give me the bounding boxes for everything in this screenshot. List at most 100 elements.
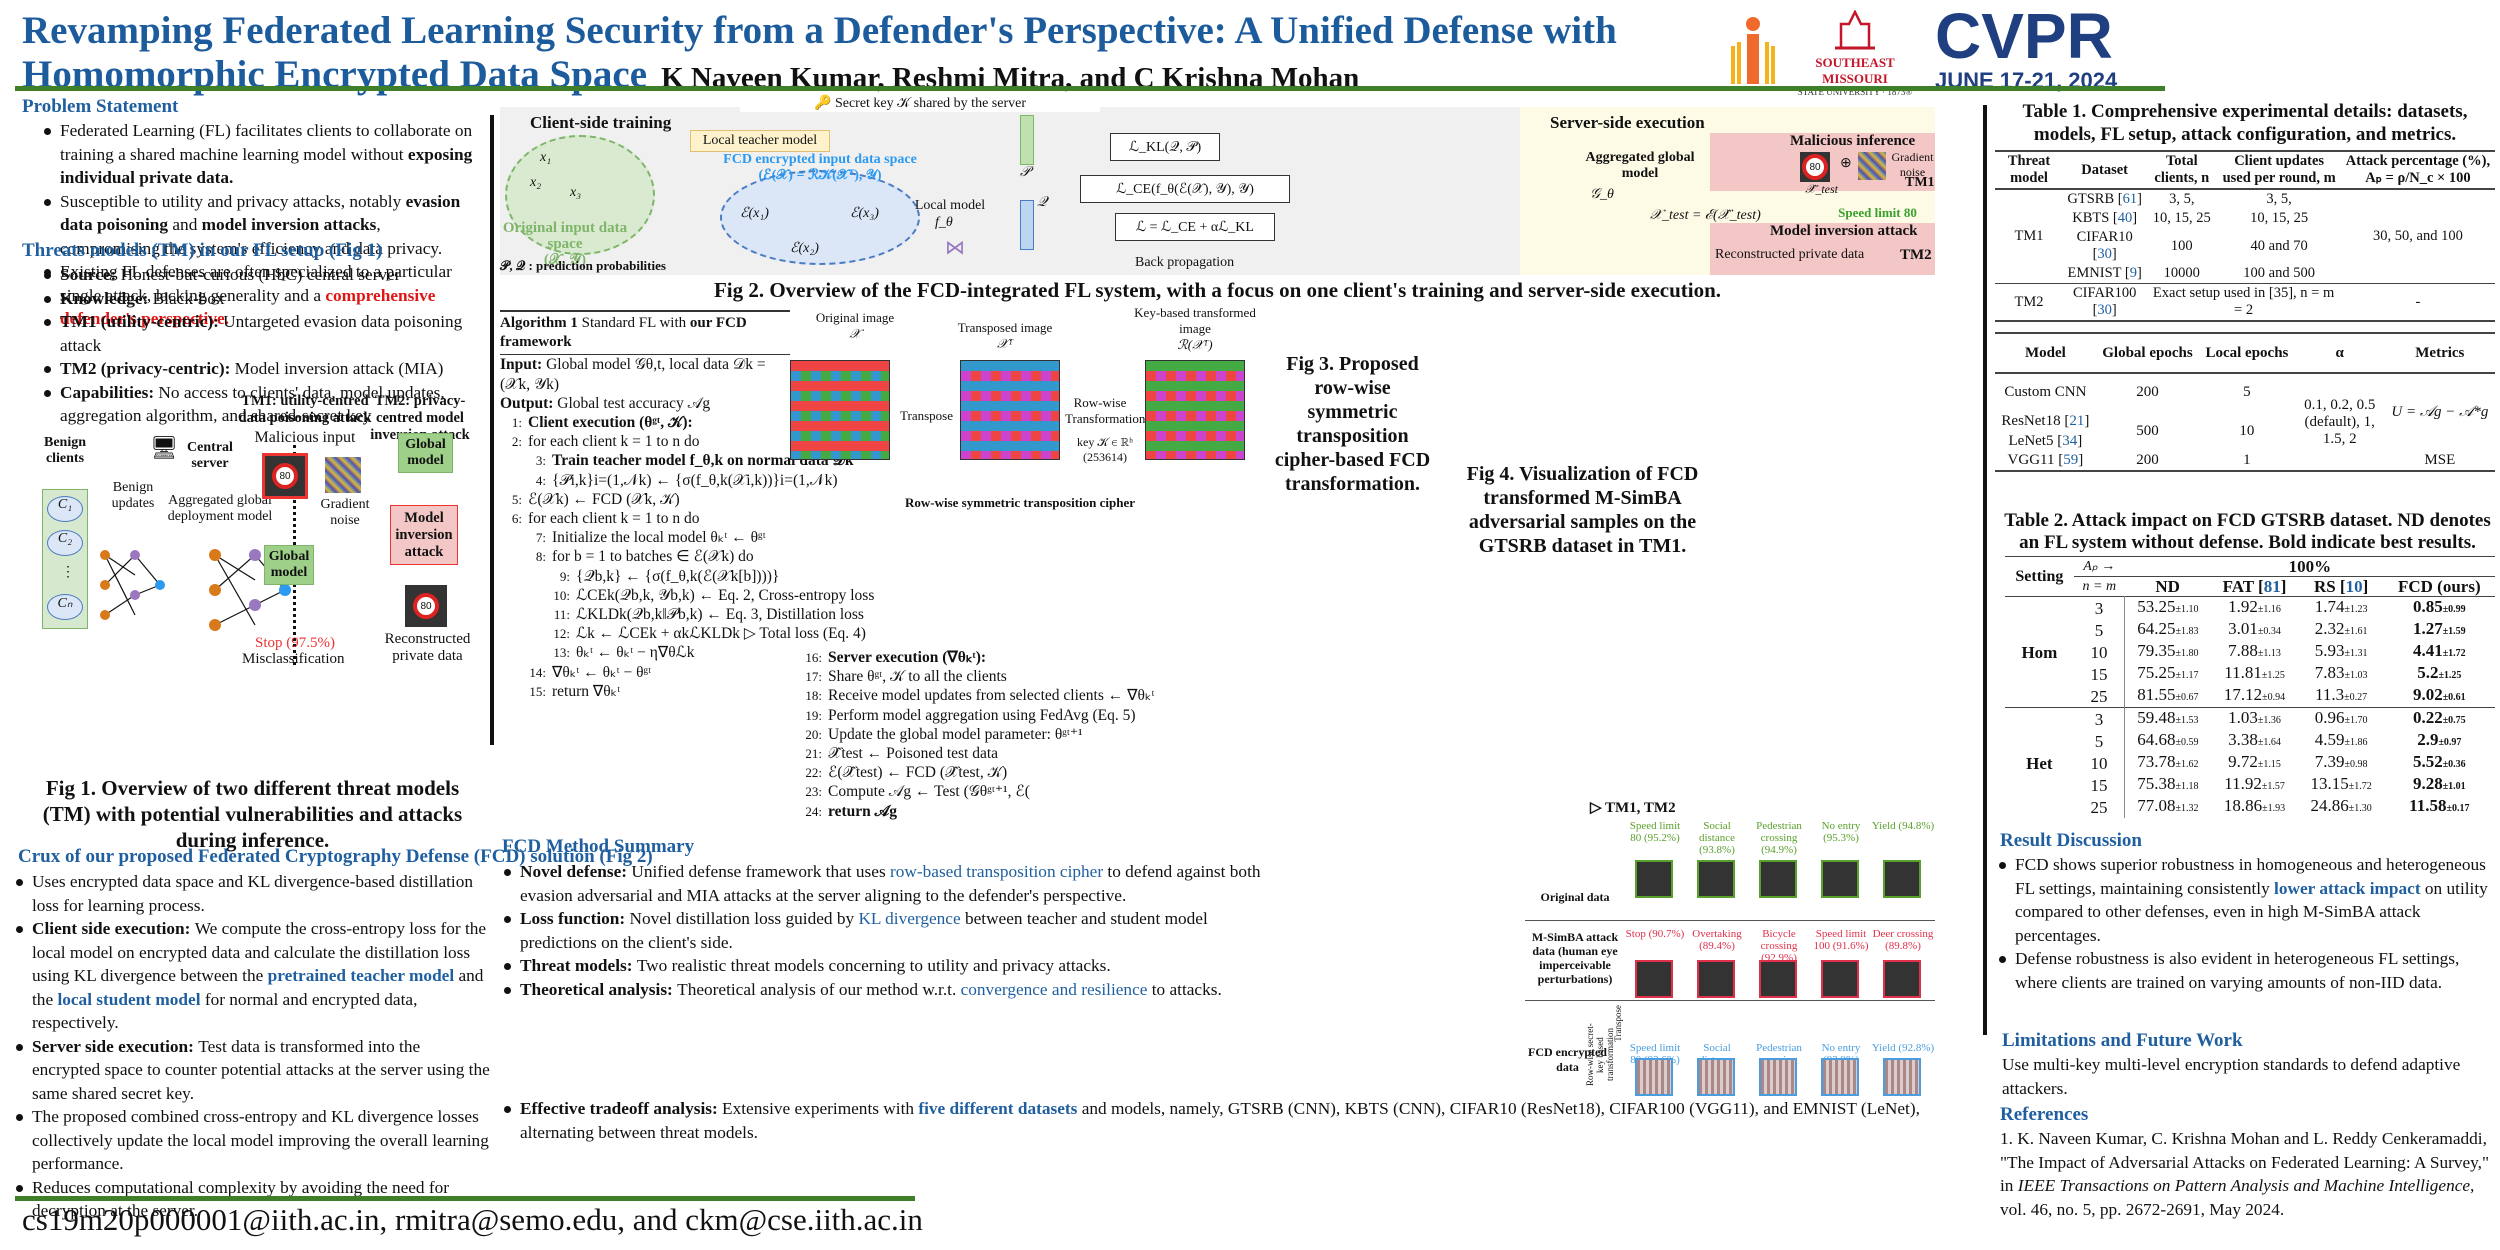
backprop-label: Back propagation [1135, 255, 1235, 270]
text-segment: pretrained teacher model [267, 966, 455, 985]
fig4-sample-image [1635, 960, 1673, 998]
fig3-caption: Fig 3. Proposed row-wise symmetric trans… [1274, 353, 1431, 495]
reconstructed-label: Reconstructed private data [384, 631, 471, 664]
text-segment: between teacher and student model predic… [520, 909, 1208, 952]
transformed-image-cube [1145, 360, 1245, 460]
fig4-sample-image [1697, 860, 1735, 898]
algorithm-line: 17:Share θᵍᵗ, 𝒦 to all the clients [805, 668, 1007, 686]
text-segment: 1. K. Naveen Kumar, C. Krishna Mohan and… [2000, 1129, 2490, 1195]
limitations-text: Use multi-key multi-level encryption sta… [2002, 1055, 2461, 1098]
mia-box: Model inversion attack [390, 505, 458, 565]
fig4-sample-image [1697, 960, 1735, 998]
text-segment: Susceptible to utility and privacy attac… [60, 191, 406, 211]
fig4-sample-image [1883, 1058, 1921, 1096]
iith-logo [1725, 14, 1781, 84]
ce-loss-box: ℒ_CE(f_θ(ℰ(𝒳), 𝒴), 𝒴) [1080, 175, 1290, 203]
text-segment: on utility compared to other defenses, e… [2015, 878, 2488, 945]
stop-prediction: Stop (97.5%) [255, 635, 335, 651]
gradient-noise-image [325, 457, 361, 493]
fig4-sample-image [1821, 960, 1859, 998]
crux-bullets: Uses encrypted data space and KL diverge… [12, 870, 490, 1223]
problem-bullets: Federated Learning (FL) facilitates clie… [40, 119, 480, 331]
text-segment: Untargeted evasion data poisoning attack [60, 312, 463, 355]
algorithm-line: 7:Initialize the local model θₖᵗ ← θᵍᵗ [535, 529, 766, 547]
text-segment: No access to clients' data, model update… [60, 382, 445, 426]
results-bullets: FCD shows superior robustness in homogen… [1995, 853, 2495, 994]
text-segment: Theoretical analysis of our method w.r.t… [677, 979, 961, 999]
table-row: LeNet5 [34] [2008, 432, 2083, 449]
table-header: Total clients, n [2154, 153, 2210, 186]
fig4-label: Deer crossing (89.8%) [1872, 928, 1934, 952]
bullet-item: Novel defense: Unified defense framework… [500, 860, 1275, 907]
fig4-label: Stop (90.7%) [1625, 928, 1685, 940]
bullet-item: Effective tradeoff analysis: Extensive e… [500, 1097, 1930, 1144]
local-model-network-icon: ⋈ [945, 237, 965, 259]
reference-1: 1. K. Naveen Kumar, C. Krishna Mohan and… [2000, 1127, 2495, 1221]
crux-heading: Crux of our proposed Federated Cryptogra… [18, 846, 653, 867]
fig4-label: Yield (92.8%) [1871, 1042, 1935, 1054]
bullet-item: Capabilities: No access to clients' data… [40, 381, 480, 428]
text-segment: evasion data poisoning [60, 191, 461, 235]
text-segment: The proposed combined cross-entropy and … [32, 1107, 489, 1173]
footer-divider [15, 1196, 915, 1201]
algorithm-line: 9:{𝒬b,k} ← {σ(f_θ,k(ℰ(𝒳k[b])))} [559, 567, 780, 585]
text-segment: exposing individual private data. [60, 144, 473, 188]
kl-loss-box: ℒ_KL(𝒬, 𝒫) [1110, 133, 1220, 161]
bullet-item: Uses encrypted data space and KL diverge… [12, 870, 490, 917]
text-segment: Black-box [152, 288, 225, 308]
cvpr-text: CVPR [1935, 0, 2113, 72]
text-segment: for normal and encrypted data, respectiv… [32, 989, 418, 1033]
cvpr-logo: CVPR JUNE 17-21, 2024 [1935, 4, 2117, 94]
fig4-sample-image [1821, 1058, 1859, 1096]
client-c2: C₂ [47, 530, 83, 556]
fig4-label: No entry (95.3%) [1821, 820, 1861, 844]
text-segment: to attacks. [1147, 979, 1222, 999]
algorithm-line: 20:Update the global model parameter: θᵍ… [805, 725, 1083, 743]
text-segment: vol. 46, no. 5, pp. 2672-2691, May 2024. [2000, 1199, 2285, 1219]
algorithm-line: 12:ℒk ← ℒCEk + αkℒKLDk ▷ Total loss (Eq.… [553, 625, 866, 643]
fig2-caption: Fig 2. Overview of the FCD-integrated FL… [713, 278, 1722, 302]
semo-name: SOUTHEAST MISSOURI [1815, 55, 1895, 86]
fig4-label: Speed limit 80 (95.2%) [1629, 820, 1681, 844]
algorithm-line: 6:for each client k = 1 to n do [511, 510, 700, 528]
left-divider [490, 115, 494, 745]
fig4-sample-image [1759, 860, 1797, 898]
table-header: FAT [81] [2222, 577, 2287, 596]
reconstructed-sign-image: 80 [405, 585, 447, 627]
table2-caption: Table 2. Attack impact on FCD GTSRB data… [2004, 510, 2491, 553]
fig4-sample-image [1697, 1058, 1735, 1096]
client-side-label: Client-side training [530, 113, 672, 132]
fig4-sample-image [1883, 960, 1921, 998]
text-segment: Knowledge: [60, 288, 153, 308]
algorithm-line: 13:θₖᵗ ← θₖᵗ − η∇θℒk [553, 644, 695, 662]
fig1-diagram: Benign clients C₁ C₂ ⋮ Cₙ Benign updates… [20, 393, 485, 770]
threats-heading: Threats models (TM) in our FL setup (Fig… [22, 240, 383, 261]
pq-label: 𝒫, 𝒬 : prediction probabilities [500, 258, 666, 273]
contact-emails[interactable]: cs19m20p000001@iith.ac.in, rmitra@semo.e… [22, 1202, 923, 1237]
text-segment: Source: [60, 265, 121, 284]
table-header: Client updates used per round, m [2222, 153, 2336, 186]
method-bullets: Novel defense: Unified defense framework… [500, 860, 1275, 1001]
reconstructed-label: Reconstructed private data [1715, 247, 1865, 262]
aggregated-model-label: Aggregated global model [1585, 150, 1695, 181]
tradeoff-bullet: Effective tradeoff analysis: Extensive e… [500, 1097, 1930, 1144]
bullet-item: Defense robustness is also evident in he… [1995, 947, 2495, 994]
secret-key-label: 🔑 Secret key 𝒦 shared by the server [740, 95, 1100, 112]
algorithm-line: 16:Server execution (∇θₖᵗ): [805, 649, 987, 666]
title-line-1: Revamping Federated Learning Security fr… [22, 9, 1617, 52]
algorithm-line: 10:ℒCEk(𝒬b,k, 𝒴b,k) ← Eq. 2, Cross-entro… [553, 586, 875, 604]
original-space-label: Original input data space(𝒳, 𝒴) [502, 220, 628, 268]
semo-building-icon [1835, 9, 1875, 50]
network-icons [100, 549, 291, 631]
text-segment: Capabilities: [60, 382, 159, 402]
clients-box: C₁ C₂ ⋮ Cₙ [42, 489, 88, 629]
